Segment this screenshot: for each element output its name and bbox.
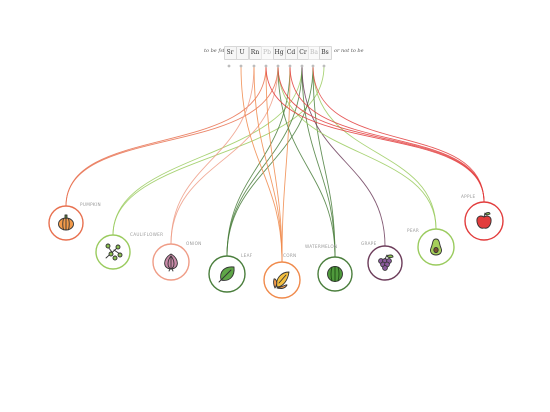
link-corn: [281, 65, 291, 263]
element-anchor-dot: [276, 64, 280, 68]
onion-icon: [164, 253, 178, 272]
link-apple: [289, 65, 485, 203]
item-node-grape[interactable]: [367, 245, 403, 281]
link-cauliflower: [112, 65, 303, 236]
item-node-watermelon[interactable]: [317, 256, 353, 292]
element-anchor-dot: [239, 64, 243, 68]
watermelon-icon: [327, 266, 343, 282]
item-label-onion: ONION: [186, 241, 202, 246]
header-left-phrase: to be fst: [204, 48, 225, 54]
item-node-cauliflower[interactable]: [95, 234, 131, 270]
link-pear: [312, 65, 437, 230]
link-cauliflower: [112, 65, 325, 236]
item-label-pumpkin: PUMPKIN: [80, 202, 101, 207]
link-apple: [277, 65, 485, 203]
pear-icon: [430, 238, 442, 256]
header-right-phrase: or not to be: [334, 48, 364, 54]
item-label-leaf: LEAF: [241, 253, 253, 258]
link-leaf: [226, 65, 291, 257]
link-watermelon: [312, 65, 336, 258]
link-apple: [265, 65, 485, 203]
item-node-apple[interactable]: [464, 201, 504, 241]
element-anchor-dot: [300, 64, 304, 68]
element-anchor-dot: [288, 64, 292, 68]
item-node-pumpkin[interactable]: [48, 205, 84, 241]
element-anchor-dot: [264, 64, 268, 68]
item-node-leaf[interactable]: [208, 255, 246, 293]
link-corn: [265, 65, 283, 263]
link-apple: [312, 65, 485, 203]
element-anchor-dot: [252, 64, 256, 68]
pumpkin-icon: [58, 214, 74, 231]
grape-icon: [378, 254, 394, 271]
element-anchor-dot: [322, 64, 326, 68]
link-onion: [170, 65, 279, 245]
link-watermelon: [277, 65, 336, 258]
item-label-cauliflower: CAULIFLOWER: [130, 232, 164, 237]
item-label-grape: GRAPE: [361, 241, 377, 246]
item-label-apple: APPLE: [461, 194, 476, 199]
link-watermelon: [301, 65, 336, 258]
item-node-corn[interactable]: [263, 261, 301, 299]
item-node-onion[interactable]: [152, 243, 190, 281]
link-onion: [170, 65, 255, 245]
element-anchor-dot: [311, 64, 315, 68]
link-leaf: [226, 65, 303, 257]
item-label-corn: CORN: [283, 253, 297, 258]
item-label-watermelon: WATERMELON: [305, 244, 338, 249]
leaf-icon: [218, 266, 235, 283]
link-corn: [240, 65, 283, 263]
element-bs-button[interactable]: Bs: [318, 46, 332, 60]
link-pumpkin: [65, 65, 279, 207]
cauliflower-icon: [105, 243, 123, 261]
item-label-pear: PEAR: [407, 228, 420, 233]
link-grape: [301, 65, 386, 247]
element-pb-button[interactable]: Pb: [260, 46, 274, 60]
link-leaf: [226, 65, 314, 257]
apple-icon: [476, 212, 492, 229]
link-pear: [277, 65, 437, 230]
link-corn: [253, 65, 283, 263]
element-u-button[interactable]: U: [235, 46, 249, 60]
element-anchor-dot: [227, 64, 231, 68]
corn-icon: [273, 271, 290, 289]
item-node-pear[interactable]: [417, 228, 455, 266]
